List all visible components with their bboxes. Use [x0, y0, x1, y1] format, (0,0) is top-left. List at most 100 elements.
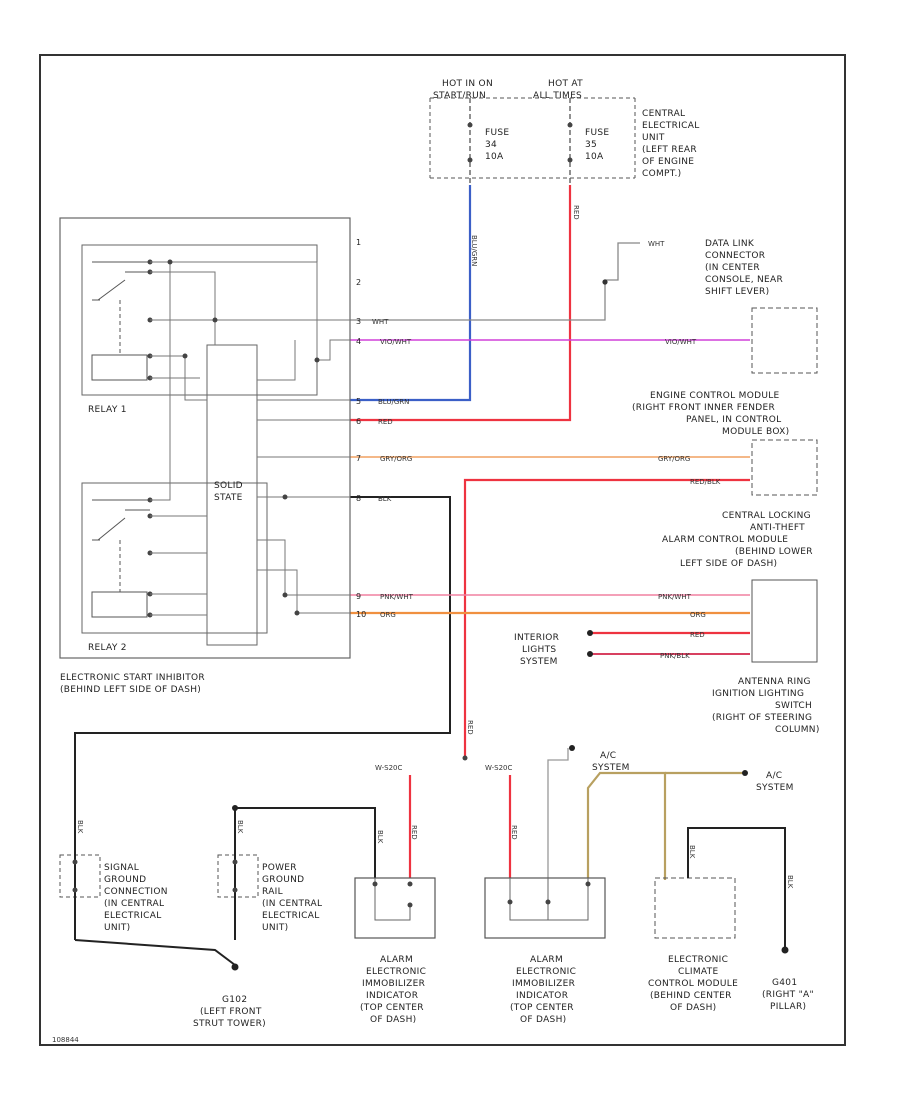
- svg-text:8: 8: [356, 494, 361, 503]
- svg-text:ELECTRONIC CLIMATE: ELECTRONIC CLIMATE CONTROL MODULE (BEHIN…: [648, 955, 741, 1013]
- wire-label-red-alarm-2: RED: [510, 825, 518, 840]
- svg-text:10: 10: [356, 610, 366, 619]
- ac-system-label: A/C SYSTEM: [592, 751, 630, 773]
- wire-label-vio-wht: VIO/WHT: [380, 338, 412, 346]
- svg-text:3: 3: [356, 317, 361, 326]
- hot-run-label: HOT IN ON: [442, 79, 493, 89]
- wire-label-blk: BLK: [378, 495, 392, 503]
- wire-label-pnk-blk: PNK/BLK: [660, 652, 690, 660]
- svg-text:SIGNAL GROUND CONN: SIGNAL GROUND CONNECTION (IN CENTRAL ELE…: [104, 863, 171, 933]
- fuse-34-amp: 10A: [485, 152, 504, 162]
- splice-2-label: W-S20C: [485, 764, 513, 772]
- wht-junction: [602, 279, 608, 285]
- wire-label-blu-grn: BLU/GRN: [378, 398, 409, 406]
- diagram-id: 108844: [52, 1036, 79, 1044]
- svg-text:BLK: BLK: [688, 845, 696, 859]
- wire-red-fuse: [350, 185, 572, 422]
- splice-1-label: W-S20C: [375, 764, 403, 772]
- interior-lights-terminal-1: [587, 630, 593, 636]
- svg-text:BLK: BLK: [236, 820, 244, 834]
- electronic-start-inhibitor: RELAY 1 RELAY 2 SOLID STATE: [59, 217, 366, 695]
- wire-label-vio-wht-right: VIO/WHT: [665, 338, 697, 346]
- relay-1-label: RELAY 1: [88, 405, 127, 415]
- power-ground-rail: BLK BLK POWER GROUND RAIL (IN CENTRAL EL…: [74, 805, 384, 971]
- wire-gray-alarm-2: [547, 748, 569, 878]
- central-electrical-unit-fuses: HOT IN ON START/RUN HOT AT ALL TIMES FUS…: [429, 79, 703, 185]
- inhibitor-connector-pins: 1 2 3 4 5 6 7 8 9 10: [356, 238, 366, 619]
- ac-system-label-right: A/C SYSTEM: [756, 771, 794, 793]
- wire-label-wht-dlc: WHT: [648, 240, 665, 248]
- fuse-35-bottom-terminal: [567, 157, 573, 163]
- fuse-34-bottom-terminal: [467, 157, 473, 163]
- wire-label-gry-org-right: GRY/ORG: [658, 455, 690, 463]
- solid-state-label: SOLID STATE: [214, 481, 246, 503]
- signal-ground-connection: BLK SIGNAL GROUND CONNECTION (IN CENTRAL…: [59, 820, 171, 940]
- hot-at-sub-label: ALL TIMES: [533, 91, 582, 101]
- wire-label-org: ORG: [380, 611, 396, 619]
- engine-control-module: ENGINE CONTROL MODULE (RIGHT FRONT INNER…: [632, 391, 818, 496]
- wire-label-red-blk: RED/BLK: [690, 478, 721, 486]
- fuse-34-number: 34: [485, 140, 497, 150]
- svg-text:5: 5: [356, 397, 361, 406]
- fuse-35-label: FUSE: [585, 128, 609, 138]
- fuse-34-label: FUSE: [485, 128, 509, 138]
- wire-label-wht: WHT: [372, 318, 389, 326]
- fuse-35-top-terminal: [567, 122, 573, 128]
- svg-text:BLK: BLK: [376, 830, 384, 844]
- wire-label-pnk-wht: PNK/WHT: [380, 593, 414, 601]
- svg-text:ALARM ELECTRONIC I: ALARM ELECTRONIC IMMOBILIZER INDICATOR (…: [360, 955, 429, 1025]
- diagram-border: [39, 54, 846, 1046]
- wire-label-red-vertical-low: RED: [466, 720, 474, 735]
- electronic-climate-control-module: BLK BLK ELECTRONIC CLIMATE CONTROL MODUL…: [648, 827, 794, 1013]
- wire-label-org-right: ORG: [690, 611, 706, 619]
- fuse-35-amp: 10A: [585, 152, 604, 162]
- wire-blu-grn: [350, 185, 472, 402]
- svg-text:ENGINE CONTROL MODULE (R: ENGINE CONTROL MODULE (RIGHT FRONT INNER…: [632, 391, 789, 437]
- wire-label-red: RED: [378, 418, 393, 426]
- svg-text:9: 9: [356, 592, 361, 601]
- wire-label-red-interior: RED: [690, 631, 705, 639]
- central-electrical-unit-label: CENTRAL ELECTRICAL UNIT (LEFT REAR OF EN…: [642, 109, 703, 179]
- svg-text:POWER GROUND RAIL: POWER GROUND RAIL (IN CENTRAL ELECTRICAL…: [262, 863, 326, 933]
- wire-label-red-vertical: RED: [572, 205, 580, 220]
- g401-label: G401 (RIGHT "A" PILLAR): [762, 978, 817, 1012]
- alarm-immobilizer-indicator-1: ALARM ELECTRONIC IMMOBILIZER INDICATOR (…: [354, 877, 436, 1025]
- relay-2-box: [81, 482, 268, 634]
- relay-2-label: RELAY 2: [88, 643, 127, 653]
- wire-label-pnk-wht-right: PNK/WHT: [658, 593, 692, 601]
- g102-label: G102 (LEFT FRONT STRUT TOWER): [193, 995, 266, 1029]
- svg-text:CENTRAL LOCKING ANTI-THE: CENTRAL LOCKING ANTI-THEFT ALARM CONTROL…: [662, 511, 816, 569]
- data-link-connector: DATA LINK CONNECTOR (IN CENTER CONSOLE, …: [705, 239, 818, 374]
- interior-lights-terminal-2: [587, 651, 593, 657]
- alarm-2-junction: [569, 745, 575, 751]
- svg-text:4: 4: [356, 337, 361, 346]
- splice-dot-red: [462, 755, 468, 761]
- fuse-34-top-terminal: [467, 122, 473, 128]
- interior-lights-system-label: INTERIOR LIGHTS SYSTEM: [514, 633, 562, 667]
- wire-label-blu-grn-vertical: BLU/GRN: [470, 235, 478, 266]
- svg-text:7: 7: [356, 454, 361, 463]
- wire-wht-dlc: [350, 242, 640, 321]
- ac-system-terminal: [742, 770, 748, 776]
- svg-text:ALARM ELECTRONIC I: ALARM ELECTRONIC IMMOBILIZER INDICATOR (…: [510, 955, 579, 1025]
- central-locking-alarm-module: CENTRAL LOCKING ANTI-THEFT ALARM CONTROL…: [662, 511, 818, 663]
- svg-text:BLK: BLK: [76, 820, 84, 834]
- wire-tan-climate: [586, 771, 667, 880]
- svg-text:1: 1: [356, 238, 361, 247]
- fuse-35-number: 35: [585, 140, 597, 150]
- hot-at-label: HOT AT: [548, 79, 583, 89]
- solid-state-module: [206, 344, 258, 646]
- svg-text:6: 6: [356, 417, 361, 426]
- svg-text:2: 2: [356, 278, 361, 287]
- hot-run-sub-label: START/RUN: [433, 91, 486, 101]
- alarm-immobilizer-indicator-2: ALARM ELECTRONIC IMMOBILIZER INDICATOR (…: [484, 877, 606, 1025]
- wire-red-blk: [463, 478, 750, 758]
- svg-text:DATA LINK CONNECTOR: DATA LINK CONNECTOR (IN CENTER CONSOLE, …: [705, 239, 786, 297]
- svg-text:BLK: BLK: [786, 875, 794, 889]
- wire-label-gry-org: GRY/ORG: [380, 455, 412, 463]
- wire-label-red-alarm-1: RED: [410, 825, 418, 840]
- electronic-start-inhibitor-label: ELECTRONIC START INHIBITOR (BEHIND LEFT …: [60, 673, 208, 695]
- wire-blk-ground: [74, 496, 451, 850]
